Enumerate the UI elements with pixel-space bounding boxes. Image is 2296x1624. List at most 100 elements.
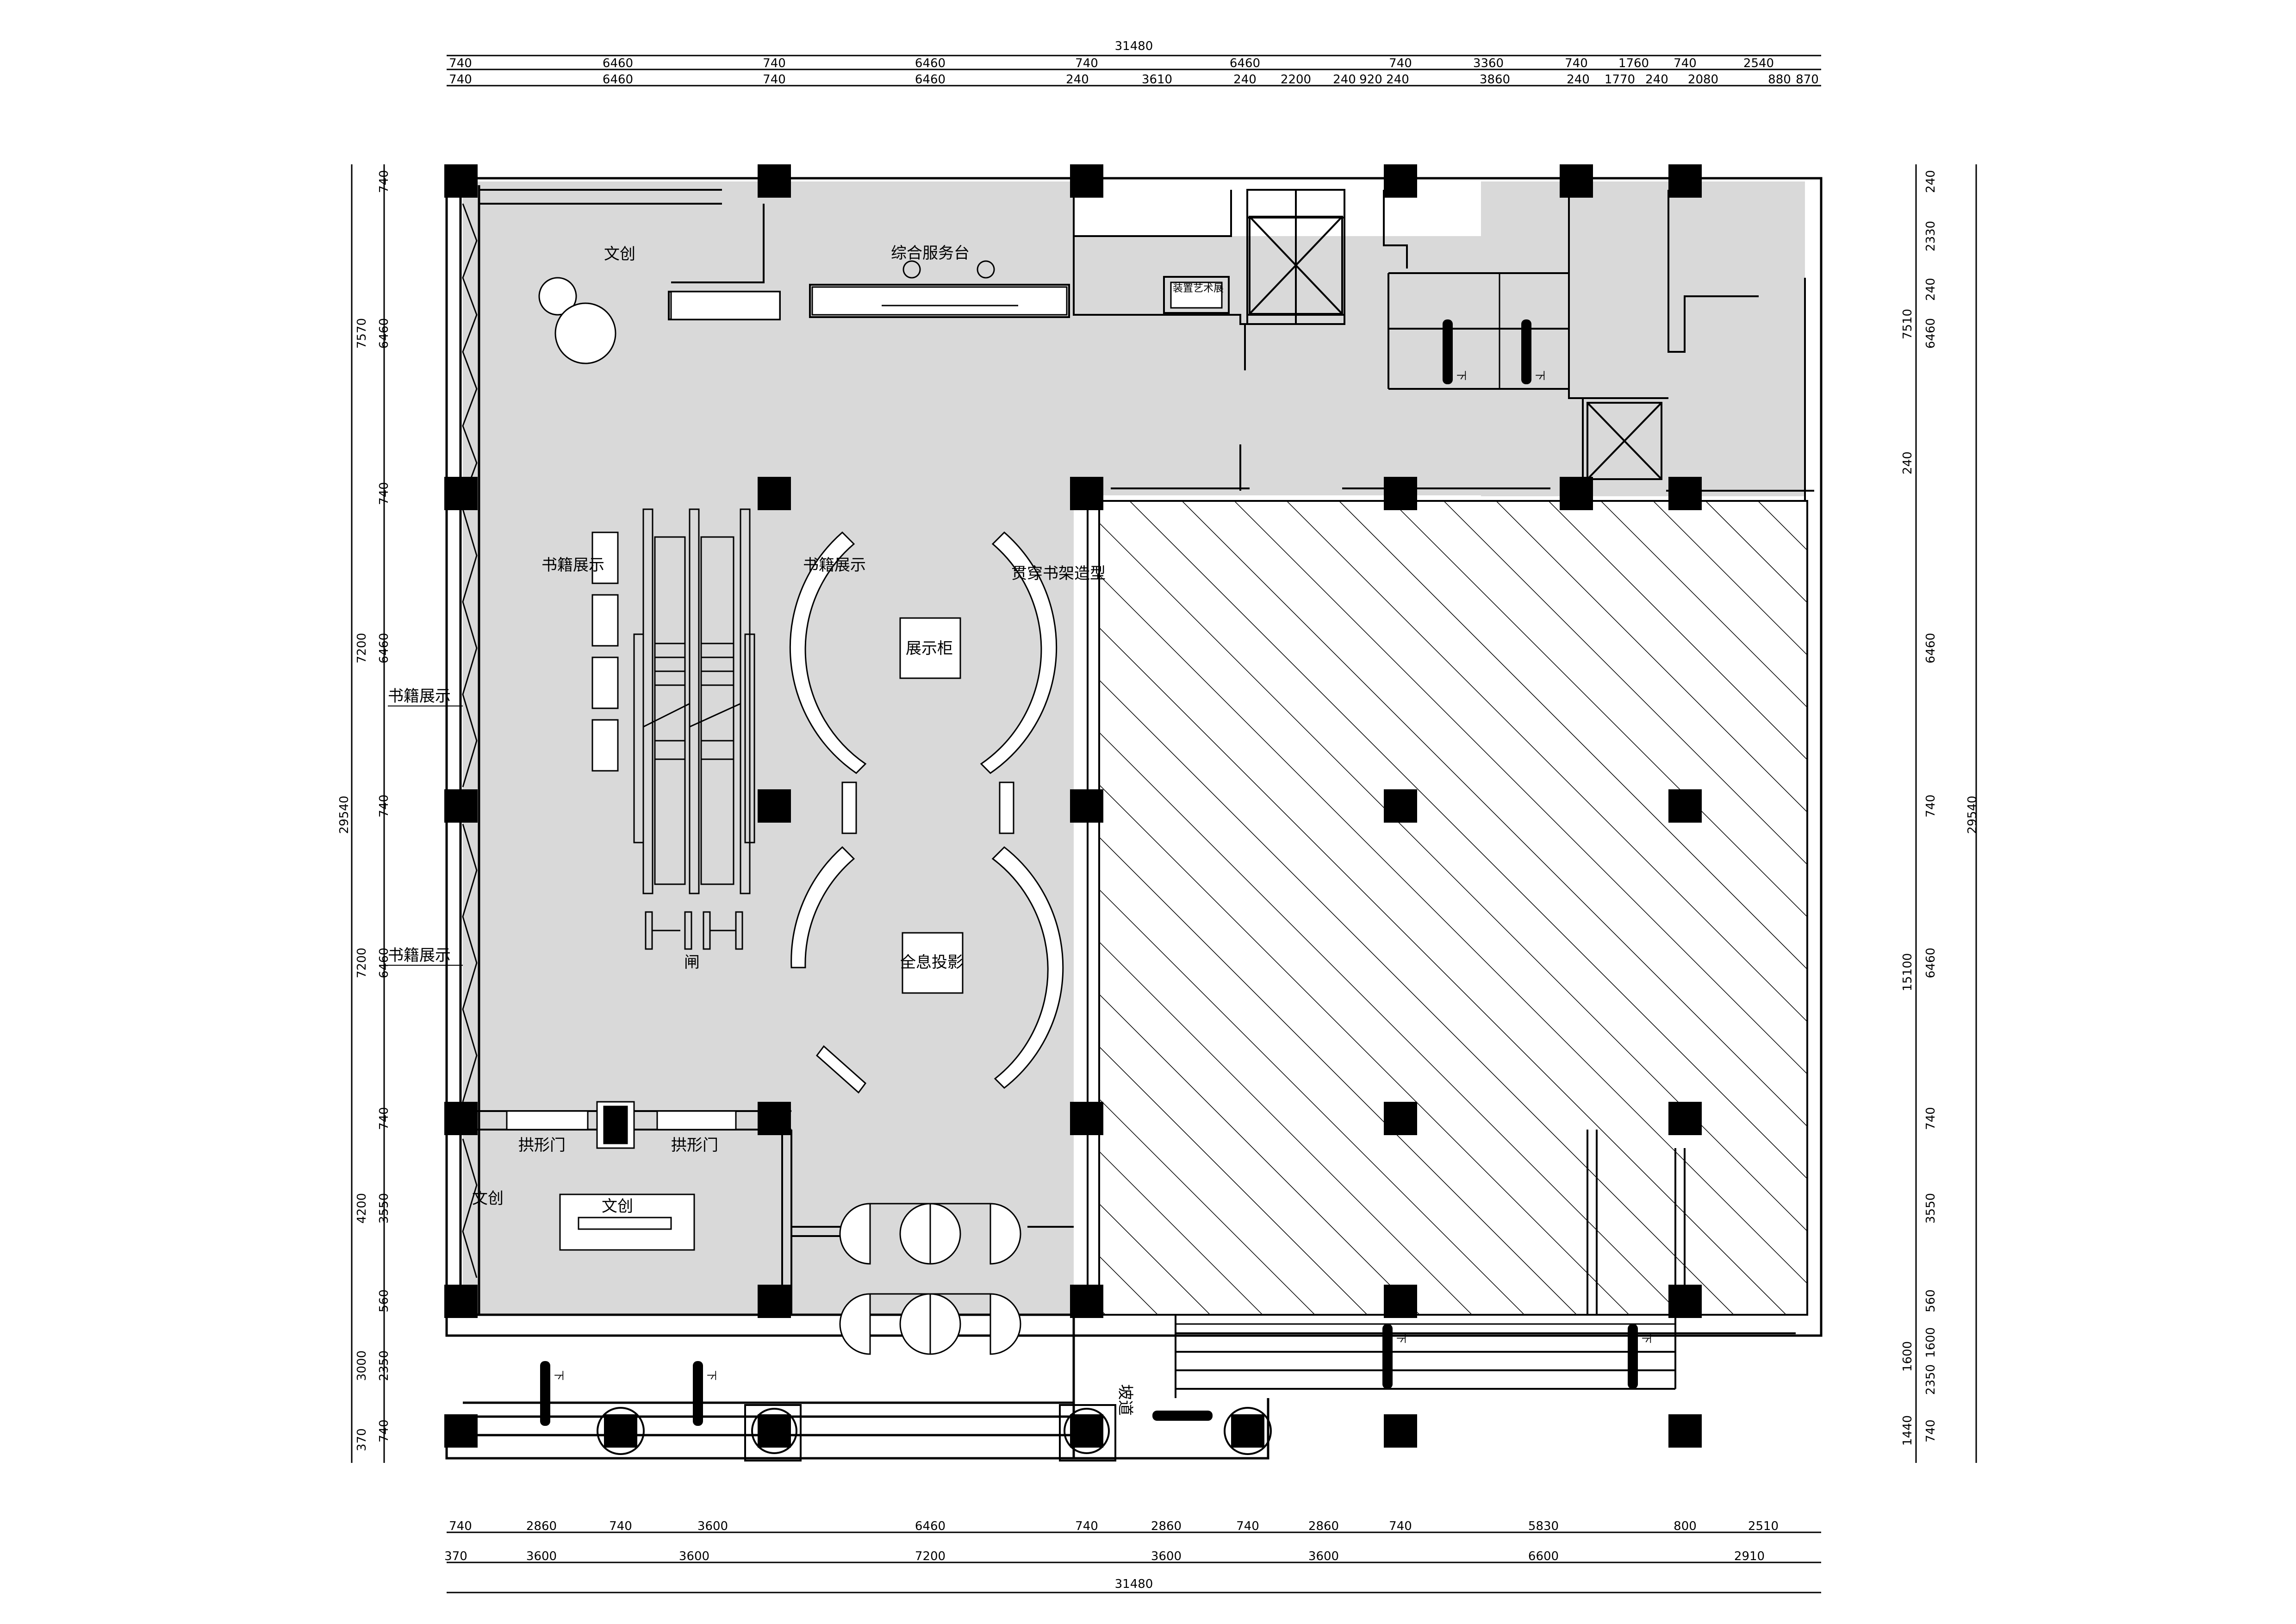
label-down-3: 下 — [553, 1370, 564, 1380]
dim-top-r2: 740 — [449, 73, 472, 87]
label-gate: 闸 — [684, 953, 700, 972]
display-case-box — [899, 617, 961, 679]
stair-steps — [1176, 273, 1675, 1325]
dim-right-inner: 240 — [1901, 451, 1915, 475]
label-shelf-shape: 贯穿书架造型 — [1011, 564, 1106, 583]
elevator-shaft — [1249, 216, 1662, 480]
dim-left-total: 29540 — [337, 796, 351, 834]
dim-left-outer: 4200 — [355, 1193, 369, 1224]
dim-bottom-r2: 2910 — [1734, 1549, 1765, 1563]
dim-bottom-r1: 5830 — [1528, 1519, 1559, 1533]
dim-top-r1: 2540 — [1743, 56, 1774, 70]
dim-top-r2: 2080 — [1688, 73, 1718, 87]
void-hatched-area — [1098, 500, 1808, 1316]
dim-bottom-r1: 2860 — [526, 1519, 557, 1533]
leader-lines — [388, 706, 463, 966]
dim-top-r2: 2200 — [1281, 73, 1311, 87]
dim-bottom-r2: 370 — [444, 1549, 467, 1563]
label-book-display-left-2: 书籍展示 — [388, 946, 451, 965]
dim-right-inner: 6460 — [1924, 948, 1938, 978]
service-desk — [811, 260, 1223, 316]
dim-right-outer: 1440 — [1901, 1415, 1915, 1446]
label-book-display-left-1: 书籍展示 — [388, 687, 451, 706]
dim-left-inner: 740 — [377, 170, 391, 193]
dim-left-inner: 740 — [377, 482, 391, 505]
dim-bottom-r1: 2860 — [1308, 1519, 1339, 1533]
dim-bottom-r1: 740 — [1075, 1519, 1098, 1533]
escalators — [633, 508, 755, 894]
dim-top-r2: 6460 — [915, 73, 946, 87]
dim-bottom-r1: 3600 — [697, 1519, 728, 1533]
label-art-device: 装置艺术展 — [1173, 283, 1224, 294]
dim-top-r1: 740 — [449, 56, 472, 70]
label-book-display-1: 书籍展示 — [541, 556, 604, 575]
dim-top-r2: 240 — [1645, 73, 1668, 87]
label-wenchuang-box: 文创 — [602, 1197, 633, 1216]
projection-box — [902, 932, 964, 994]
dim-top-total: 31480 — [1115, 39, 1153, 53]
dim-top-r2: 6460 — [603, 73, 633, 87]
dim-right-inner: 740 — [1924, 1107, 1938, 1130]
column-circles — [597, 1404, 1272, 1462]
dim-left-inner: 6460 — [377, 948, 391, 978]
dim-right-inner: 740 — [1924, 794, 1938, 818]
arch-doors — [506, 1101, 737, 1149]
label-ramp: 坡道 — [1116, 1384, 1134, 1416]
dim-left-outer: 7570 — [355, 318, 369, 349]
dim-top-r1: 740 — [1389, 56, 1412, 70]
dim-right-outer: 1600 — [1901, 1341, 1915, 1372]
dim-right-outer: 15100 — [1901, 953, 1915, 992]
dim-left-outer: 370 — [355, 1428, 369, 1451]
dim-bottom-r1: 2860 — [1151, 1519, 1182, 1533]
dim-right-inner: 3550 — [1924, 1193, 1938, 1224]
dim-top-r2: 880 — [1768, 73, 1791, 87]
dim-top-r2: 1770 — [1605, 73, 1635, 87]
label-down-6: 下 — [1640, 1333, 1652, 1343]
dim-right-outer: 7510 — [1901, 309, 1915, 339]
dim-top-r1: 1760 — [1618, 56, 1649, 70]
interior-walls — [463, 189, 1814, 1398]
dim-top-r2: 240 — [1386, 73, 1409, 87]
book-display-shelves — [591, 531, 619, 772]
dim-left-inner: 6460 — [377, 318, 391, 349]
dim-bottom-r2: 3600 — [1151, 1549, 1182, 1563]
dim-right-inner: 560 — [1924, 1289, 1938, 1312]
dim-left-inner: 2350 — [377, 1350, 391, 1381]
dim-bottom-r1: 740 — [449, 1519, 472, 1533]
bottom-dimensions: 740 2860 740 3600 6460 740 2860 740 2860… — [444, 1519, 1779, 1591]
dim-left-inner: 3550 — [377, 1193, 391, 1224]
dim-top-r1: 740 — [1075, 56, 1098, 70]
label-down-4: 下 — [705, 1370, 717, 1380]
left-window — [462, 203, 478, 1278]
stair-rails — [540, 319, 1638, 1426]
dim-top-r2: 240 — [1066, 73, 1089, 87]
dim-bottom-total: 31480 — [1115, 1577, 1153, 1591]
revolving-doors — [839, 1203, 1021, 1355]
dim-bottom-r1: 6460 — [915, 1519, 946, 1533]
dim-left-inner: 6460 — [377, 633, 391, 663]
dim-top-r2: 240 — [1567, 73, 1590, 87]
top-dimensions: 31480 740 6460 740 6460 740 6460 740 336… — [449, 39, 1819, 87]
dim-bottom-r1: 740 — [609, 1519, 632, 1533]
room-labels: 文创 综合服务台 装置艺术展 书籍展示 书籍展示 贯穿书架造型 展示柜 全息投影… — [388, 244, 1652, 1416]
gate-barriers — [645, 911, 743, 950]
dim-top-r1: 6460 — [1230, 56, 1260, 70]
label-down-5: 下 — [1395, 1333, 1406, 1343]
dim-bottom-r1: 2510 — [1748, 1519, 1779, 1533]
dimension-lines — [351, 55, 1977, 1593]
label-display-case: 展示柜 — [906, 639, 953, 658]
dim-left-inner: 740 — [377, 1107, 391, 1130]
dim-top-r1: 740 — [1565, 56, 1588, 70]
dim-top-r2: 920 — [1359, 73, 1382, 87]
dim-top-r1: 6460 — [603, 56, 633, 70]
label-wenchuang-top: 文创 — [604, 245, 635, 263]
label-service-desk: 综合服务台 — [891, 244, 970, 262]
dim-bottom-r1: 740 — [1236, 1519, 1259, 1533]
wenchuang-counter — [670, 291, 781, 320]
dim-bottom-r2: 7200 — [915, 1549, 946, 1563]
dim-left-outer: 7200 — [355, 633, 369, 663]
right-dimensions: 29540 7510 15100 1600 1440 240 2330 240 … — [1901, 170, 1979, 1446]
dim-top-r1: 3360 — [1473, 56, 1504, 70]
dim-right-inner: 2350 — [1924, 1364, 1938, 1395]
